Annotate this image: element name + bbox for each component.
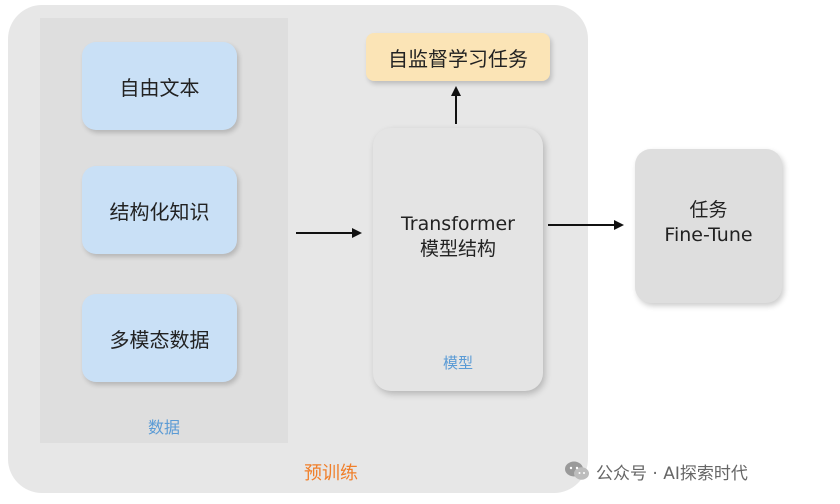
- data-item-structured-knowledge: 结构化知识: [82, 166, 237, 254]
- data-item-multimodal-data: 多模态数据: [82, 294, 237, 382]
- model-title-line1: Transformer: [400, 213, 515, 235]
- finetune-line2: Fine-Tune: [664, 223, 753, 246]
- data-panel-label: 数据: [147, 418, 180, 437]
- self-supervised-task-box: 自监督学习任务: [366, 33, 550, 81]
- model-caption: 模型: [442, 354, 473, 372]
- finetune-text: 任务 Fine-Tune: [635, 198, 782, 247]
- data-item-free-text: 自由文本: [82, 42, 237, 130]
- watermark: 公众号 · AI探索时代: [564, 458, 748, 484]
- model-box: [373, 128, 543, 391]
- model-title-line2: 模型结构: [419, 237, 496, 260]
- model-title: Transformer 模型结构: [373, 212, 543, 261]
- finetune-line1: 任务: [689, 199, 728, 221]
- wechat-icon: [565, 461, 589, 480]
- finetune-box: [635, 149, 782, 303]
- pretrain-label: 预训练: [304, 463, 358, 484]
- watermark-text: 公众号 · AI探索时代: [596, 463, 748, 484]
